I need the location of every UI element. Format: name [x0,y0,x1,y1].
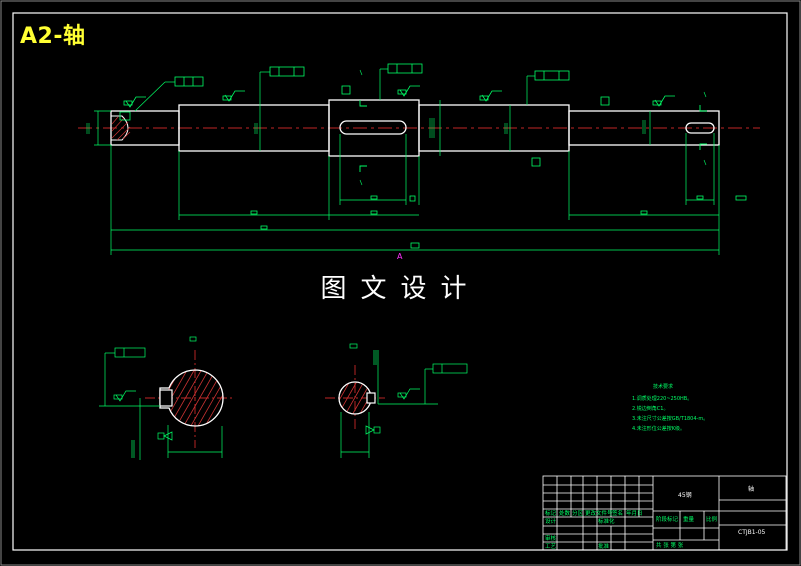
tech-item-4: 4.未注形位公差按K级。 [632,425,685,432]
tb-standard: 标准化 [598,517,615,525]
tb-scale: 比例 [706,515,718,523]
watermark-text: 图文设计 [320,274,481,304]
title-block-text: 45钢 轴 CTJB1-05 阶段标记 重量 比例 共 张 第 张 标记 处数 … [545,485,766,550]
tb-review: 审核 [545,534,557,542]
roughness-symbols [123,85,675,108]
tech-item-2: 2.锐边倒角C1。 [632,405,668,412]
tb-row-mark: 标记 [545,509,557,517]
tb-stage-mark: 阶段标记 [656,515,679,523]
tb-row-sign: 签名 [612,509,623,517]
tb-row-count: 处数 [559,509,571,517]
section-view-2[interactable] [325,343,468,458]
inner-frame [12,12,788,551]
tech-title: 技术要求 [653,383,673,390]
tb-material: 45钢 [678,491,692,499]
tb-approve: 批准 [598,542,610,550]
tb-row-date: 年月日 [626,509,643,517]
shaft-segment-5 [568,110,720,146]
tb-process: 工艺 [545,543,557,550]
title-block[interactable] [542,475,787,551]
tb-row-zone: 分区 [572,509,584,517]
datum-marker: A [397,252,403,261]
dimension-lines [94,68,720,255]
tb-drawing-no: CTJB1-05 [738,529,766,536]
tb-weight: 重量 [683,515,695,523]
tb-row-docno: 更改文件号 [585,509,613,517]
tb-part-name: 轴 [748,485,754,493]
section-markers [359,100,707,172]
tb-design: 设计 [545,517,557,525]
tolerance-frames [119,63,747,249]
technical-requirements: 技术要求 1.调质处理220~250HB。 2.锐边倒角C1。 3.未注尺寸公差… [632,383,708,432]
tech-item-3: 3.未注尺寸公差按GB/T1804-m。 [632,415,708,422]
keyway-large [339,120,407,135]
dim-text-marks [86,69,707,186]
section-view-1[interactable] [99,336,242,460]
tech-item-1: 1.调质处理220~250HB。 [632,395,692,402]
tb-sheet-info: 共 张 第 张 [656,541,684,549]
shaft-main-view[interactable] [78,99,760,157]
keyway-small [685,122,715,134]
sheet-size-label: A2-轴 [20,24,86,49]
